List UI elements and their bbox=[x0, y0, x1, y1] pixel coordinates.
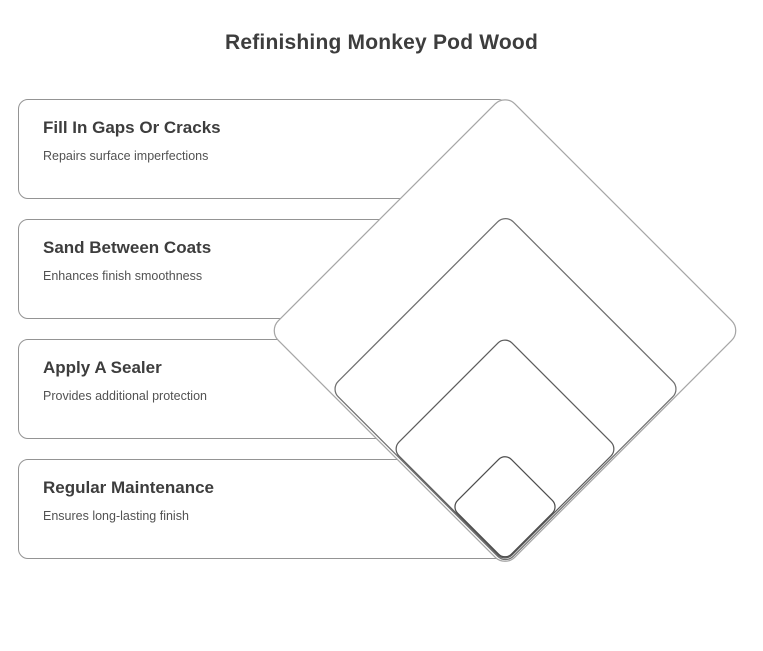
step-card-description: Provides additional protection bbox=[43, 389, 207, 403]
step-card-title: Fill In Gaps Or Cracks bbox=[43, 118, 221, 137]
step-card-title: Regular Maintenance bbox=[43, 478, 214, 497]
step-card-description: Enhances finish smoothness bbox=[43, 269, 203, 283]
step-card-sand-coats: Sand Between Coats Enhances finish smoot… bbox=[18, 219, 508, 319]
step-card-title: Sand Between Coats bbox=[43, 238, 212, 257]
step-card-fill-gaps: Fill In Gaps Or Cracks Repairs surface i… bbox=[18, 99, 508, 199]
step-card-description: Repairs surface imperfections bbox=[43, 149, 209, 163]
step-card-title: Apply A Sealer bbox=[43, 358, 162, 377]
step-card-regular-maintenance: Regular Maintenance Ensures long-lasting… bbox=[18, 459, 508, 559]
step-card-apply-sealer: Apply A Sealer Provides additional prote… bbox=[18, 339, 508, 439]
step-card-description: Ensures long-lasting finish bbox=[43, 509, 189, 523]
page-title: Refinishing Monkey Pod Wood bbox=[224, 31, 538, 54]
